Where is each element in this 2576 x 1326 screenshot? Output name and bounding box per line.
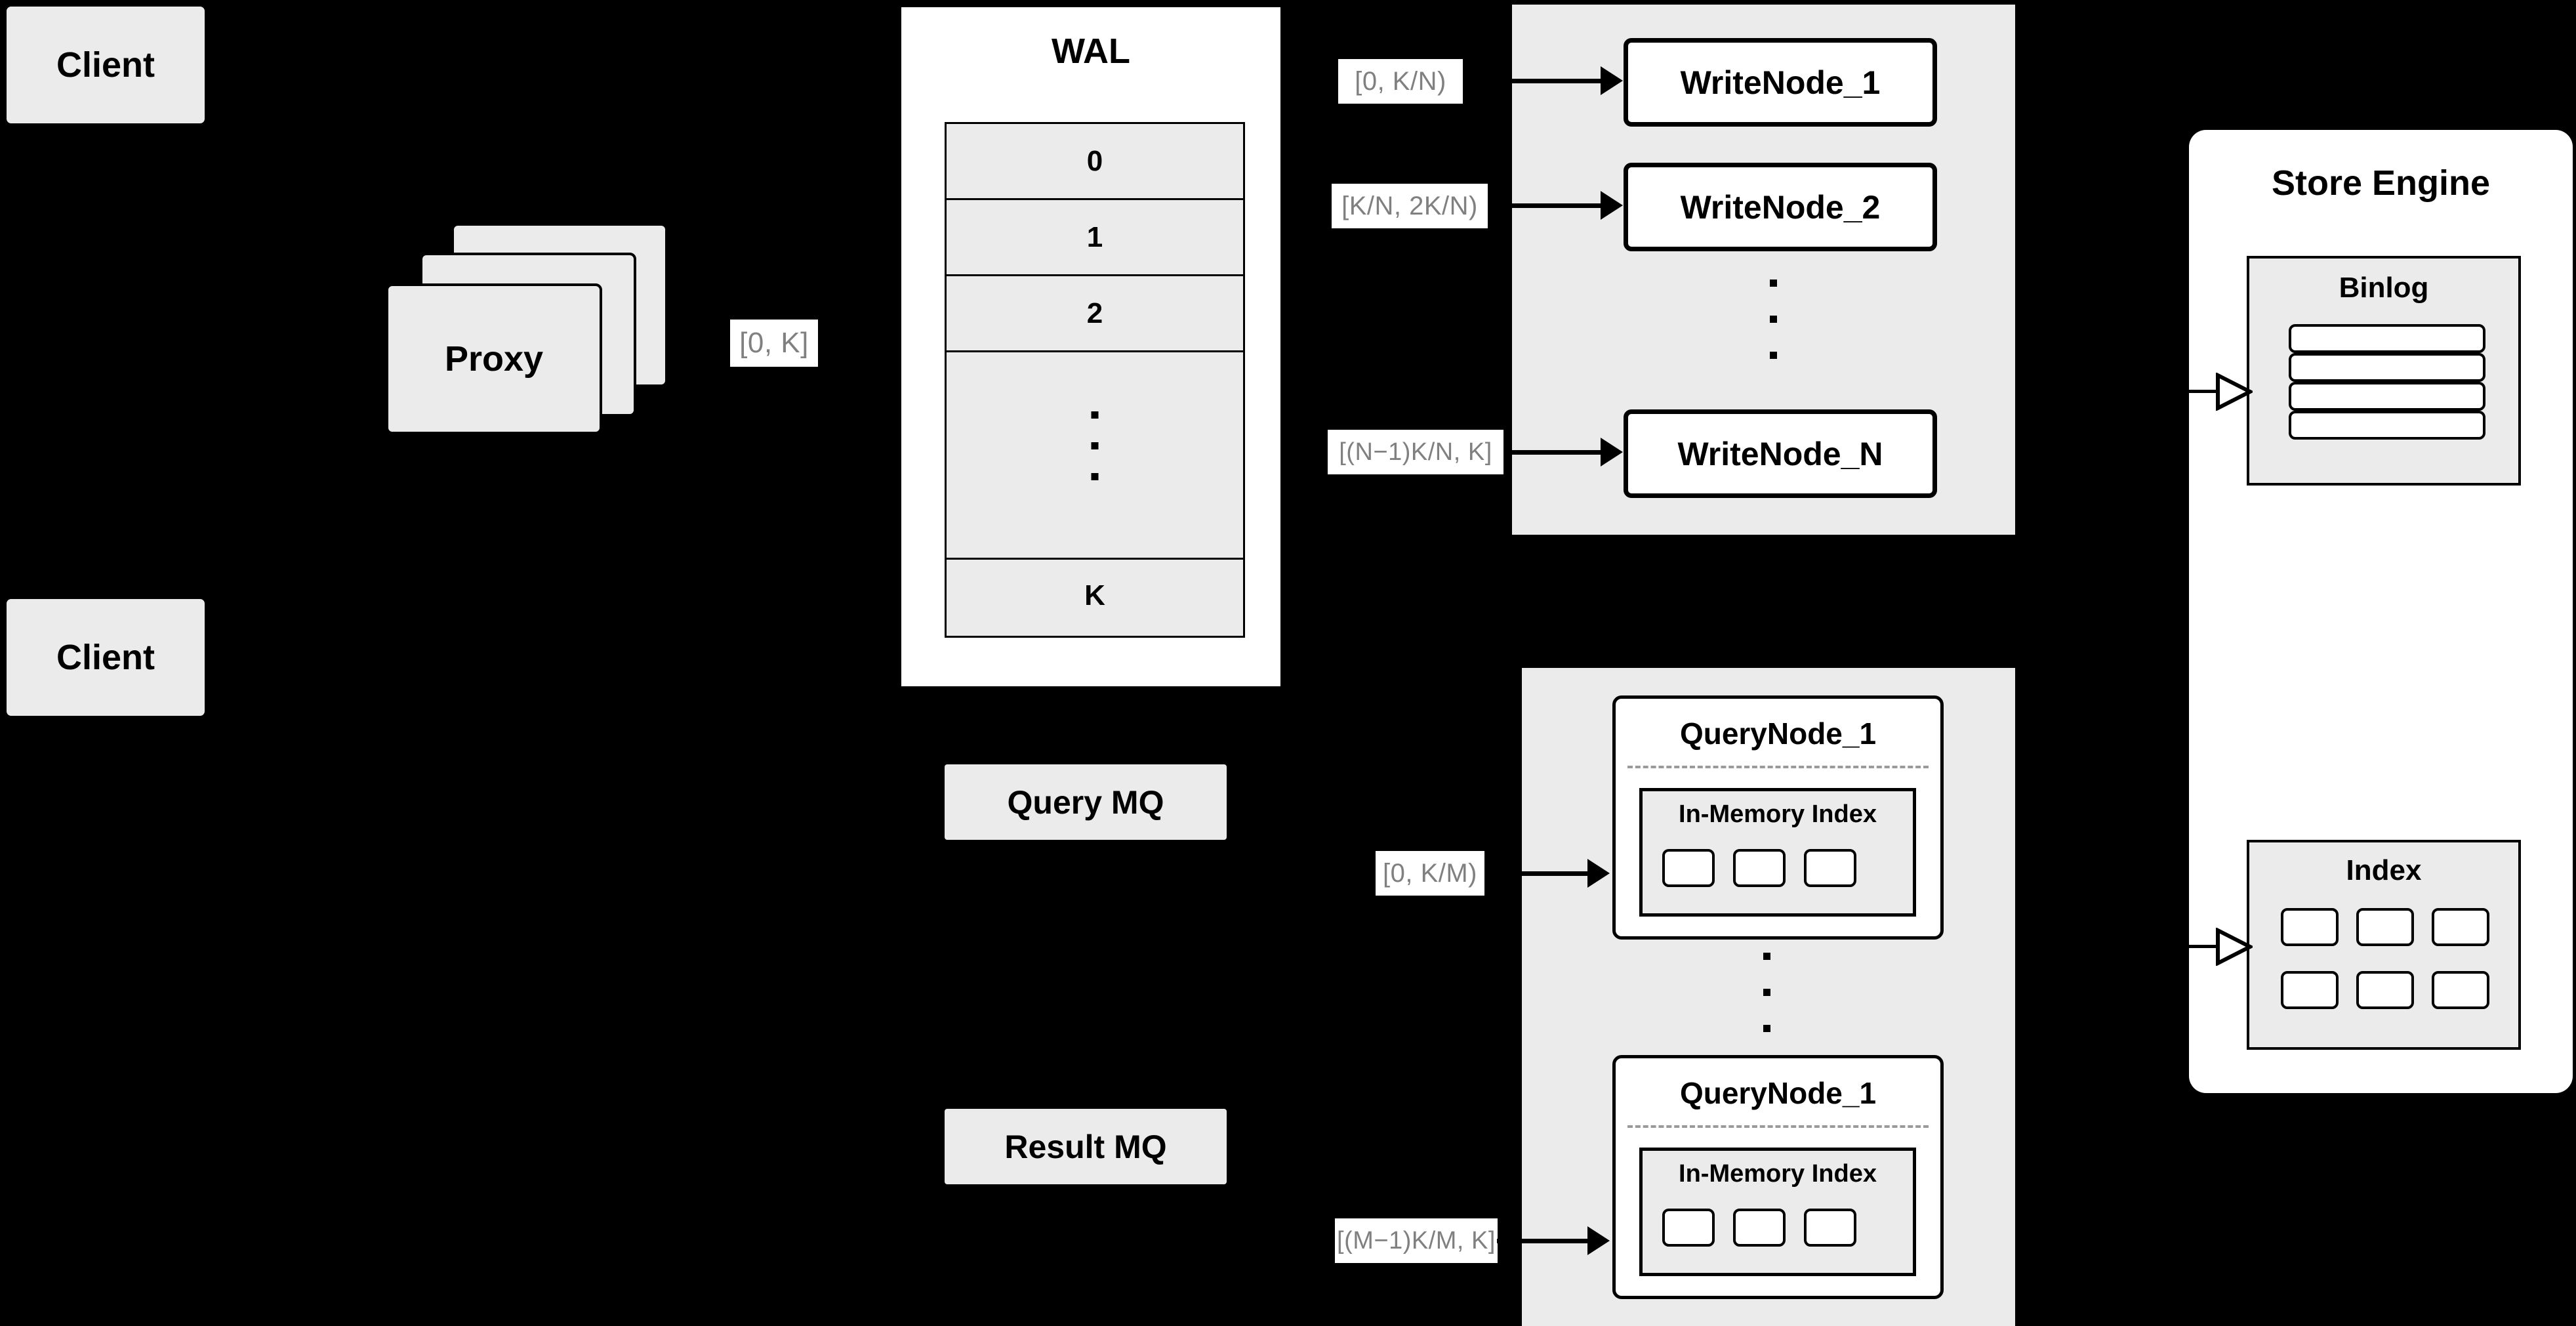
range-label-writenode-n-text: [(N−1)K/N, K] [1339,438,1492,466]
arrow-head-writenode-2 [1601,191,1623,220]
binlog-title: Binlog [2339,272,2429,304]
range-label-writenode-2-text: [K/N, 2K/N) [1341,191,1478,220]
query-cluster-ellipsis-dots [1763,953,1770,1032]
wal-row-ellipsis [947,352,1243,560]
query-node-2-inmemory-index: In-Memory Index [1639,1148,1916,1276]
write-cluster-ellipsis-dots [1770,280,1777,359]
binlog-row-3[interactable] [2289,382,2485,411]
index-slot-5[interactable] [2356,971,2414,1009]
query-node-1-inmemory-index-title: In-Memory Index [1679,800,1877,828]
store-engine-title: Store Engine [2271,163,2491,203]
index-slot-6[interactable] [2432,971,2489,1009]
range-label-proxy-to-wal: [0, K] [730,320,818,367]
arrow-line-querynode-m [1497,1239,1592,1243]
query-node-1-index-slot-2[interactable] [1733,849,1786,887]
range-label-proxy-to-wal-text: [0, K] [739,327,809,359]
query-node-1-index-slot-3[interactable] [1804,849,1856,887]
index-box: Index [2247,840,2521,1050]
query-node-2-divider [1627,1125,1929,1128]
write-node-2-label: WriteNode_2 [1680,188,1881,226]
arrow-head-writenode-n [1601,438,1623,466]
arrow-head-writenode-1 [1601,66,1623,95]
proxy-label: Proxy [444,339,544,379]
query-node-1-title: QueryNode_1 [1679,716,1877,751]
query-node-2-index-slot-1[interactable] [1662,1209,1715,1247]
client-box-2[interactable]: Client [5,597,207,718]
range-label-writenode-1-text: [0, K/N) [1355,66,1446,96]
index-slot-1[interactable] [2281,908,2339,946]
range-label-querynode-m: [(M−1)K/M, K] [1335,1218,1498,1263]
binlog-row-4[interactable] [2289,411,2485,440]
arrow-head-querynode-1 [1587,859,1610,888]
arrow-line-to-binlog [2178,390,2224,393]
arrow-line-querynode-1 [1497,871,1592,876]
write-node-2[interactable]: WriteNode_2 [1624,163,1937,251]
arrow-head-open-index [2216,928,2253,966]
result-mq-label: Result MQ [1004,1128,1167,1165]
write-node-n-label: WriteNode_N [1677,435,1883,472]
arrow-head-querynode-m [1587,1226,1610,1255]
index-title: Index [2346,854,2422,886]
wal-ellipsis-dots [1091,411,1099,480]
arrow-line-writenode-n [1504,450,1606,455]
client-label-2: Client [56,638,155,677]
write-node-1-label: WriteNode_1 [1680,64,1881,101]
query-node-1[interactable]: QueryNode_1 In-Memory Index [1612,695,1944,940]
wal-row-1[interactable]: 1 [947,200,1243,276]
query-node-2-index-slot-3[interactable] [1804,1209,1856,1247]
query-mq-label: Query MQ [1007,783,1164,821]
binlog-box: Binlog [2247,256,2521,486]
query-node-1-divider [1627,766,1929,768]
proxy-box[interactable]: Proxy [386,283,602,434]
write-node-1[interactable]: WriteNode_1 [1624,38,1937,127]
wal-table: 0 1 2 K [945,122,1245,638]
index-slot-4[interactable] [2281,971,2339,1009]
arrow-line-writenode-2 [1504,203,1606,208]
query-node-2-title: QueryNode_1 [1679,1076,1877,1110]
range-label-writenode-2: [K/N, 2K/N) [1332,184,1488,228]
arrow-head-open-binlog [2216,373,2253,411]
client-box-1[interactable]: Client [5,5,207,125]
wal-panel: WAL 0 1 2 K [899,5,1283,689]
arrow-line-writenode-1 [1504,79,1606,83]
range-label-writenode-1: [0, K/N) [1338,59,1463,104]
wal-row-0[interactable]: 0 [947,124,1243,200]
result-mq-box[interactable]: Result MQ [945,1109,1227,1184]
query-node-2-index-slot-2[interactable] [1733,1209,1786,1247]
query-node-1-inmemory-index: In-Memory Index [1639,788,1916,917]
wal-row-2[interactable]: 2 [947,276,1243,352]
index-slot-2[interactable] [2356,908,2414,946]
wal-row-k[interactable]: K [947,560,1243,632]
binlog-row-1[interactable] [2289,324,2485,353]
write-node-n[interactable]: WriteNode_N [1624,409,1937,498]
range-label-writenode-n: [(N−1)K/N, K] [1328,430,1503,474]
query-node-2[interactable]: QueryNode_1 In-Memory Index [1612,1055,1944,1299]
range-label-querynode-1-text: [0, K/M) [1382,858,1478,888]
arrow-line-to-index [2178,945,2224,948]
binlog-row-2[interactable] [2289,353,2485,382]
client-label-1: Client [56,45,155,85]
query-mq-box[interactable]: Query MQ [945,764,1227,840]
index-slot-3[interactable] [2432,908,2489,946]
wal-title: WAL [1052,31,1130,71]
range-label-querynode-m-text: [(M−1)K/M, K] [1337,1226,1496,1254]
query-node-1-index-slot-1[interactable] [1662,849,1715,887]
query-node-2-inmemory-index-title: In-Memory Index [1679,1160,1877,1188]
range-label-querynode-1: [0, K/M) [1376,851,1484,896]
